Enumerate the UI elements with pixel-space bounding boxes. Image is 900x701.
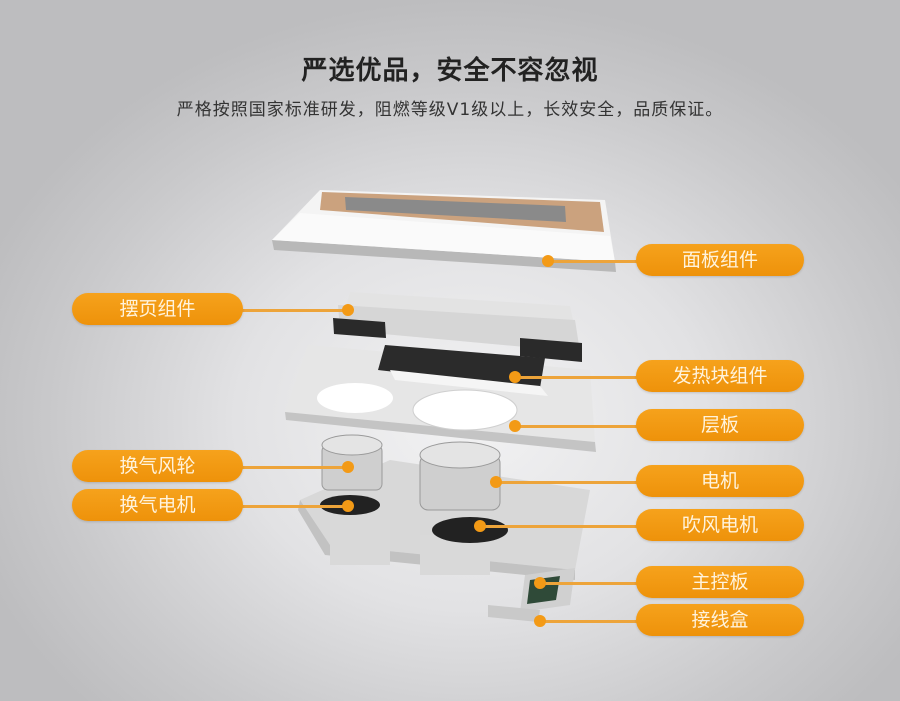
layer-board-part bbox=[285, 345, 596, 452]
label-motor: 电机 bbox=[636, 465, 804, 497]
label-vent-wheel: 换气风轮 bbox=[72, 450, 243, 482]
label-blower-motor: 吹风电机 bbox=[636, 509, 804, 541]
connector-panel bbox=[548, 260, 638, 263]
connector-vent-motor bbox=[240, 505, 348, 508]
label-louver: 摆页组件 bbox=[72, 293, 243, 325]
connector-dot-main-board bbox=[534, 577, 546, 589]
control-box-part bbox=[488, 568, 575, 622]
connector-dot-heater bbox=[509, 371, 521, 383]
connector-blower-motor bbox=[480, 525, 638, 528]
label-main-board: 主控板 bbox=[636, 566, 804, 598]
label-heater: 发热块组件 bbox=[636, 360, 804, 392]
connector-dot-vent-wheel bbox=[342, 461, 354, 473]
panel-part bbox=[272, 190, 616, 272]
connector-motor bbox=[496, 481, 638, 484]
connector-louver bbox=[240, 309, 348, 312]
connector-dot-panel bbox=[542, 255, 554, 267]
connector-dot-motor bbox=[490, 476, 502, 488]
connector-junction-box bbox=[540, 620, 638, 623]
connector-main-board bbox=[540, 582, 638, 585]
label-junction-box: 接线盒 bbox=[636, 604, 804, 636]
louver-part bbox=[333, 292, 582, 362]
page-title: 严选优品，安全不容忽视 bbox=[301, 56, 599, 86]
connector-dot-vent-motor bbox=[342, 500, 354, 512]
fan-wheels bbox=[321, 434, 501, 511]
connector-vent-wheel bbox=[240, 466, 348, 469]
connector-dot-junction-box bbox=[534, 615, 546, 627]
connector-heater bbox=[515, 376, 638, 379]
connector-dot-louver bbox=[342, 304, 354, 316]
label-vent-motor: 换气电机 bbox=[72, 489, 243, 521]
label-layer-board: 层板 bbox=[636, 409, 804, 441]
page-subtitle: 严格按照国家标准研发，阻燃等级V1级以上，长效安全，品质保证。 bbox=[176, 100, 724, 120]
connector-layer-board bbox=[515, 425, 638, 428]
connector-dot-layer-board bbox=[509, 420, 521, 432]
connector-dot-blower-motor bbox=[474, 520, 486, 532]
label-panel: 面板组件 bbox=[636, 244, 804, 276]
